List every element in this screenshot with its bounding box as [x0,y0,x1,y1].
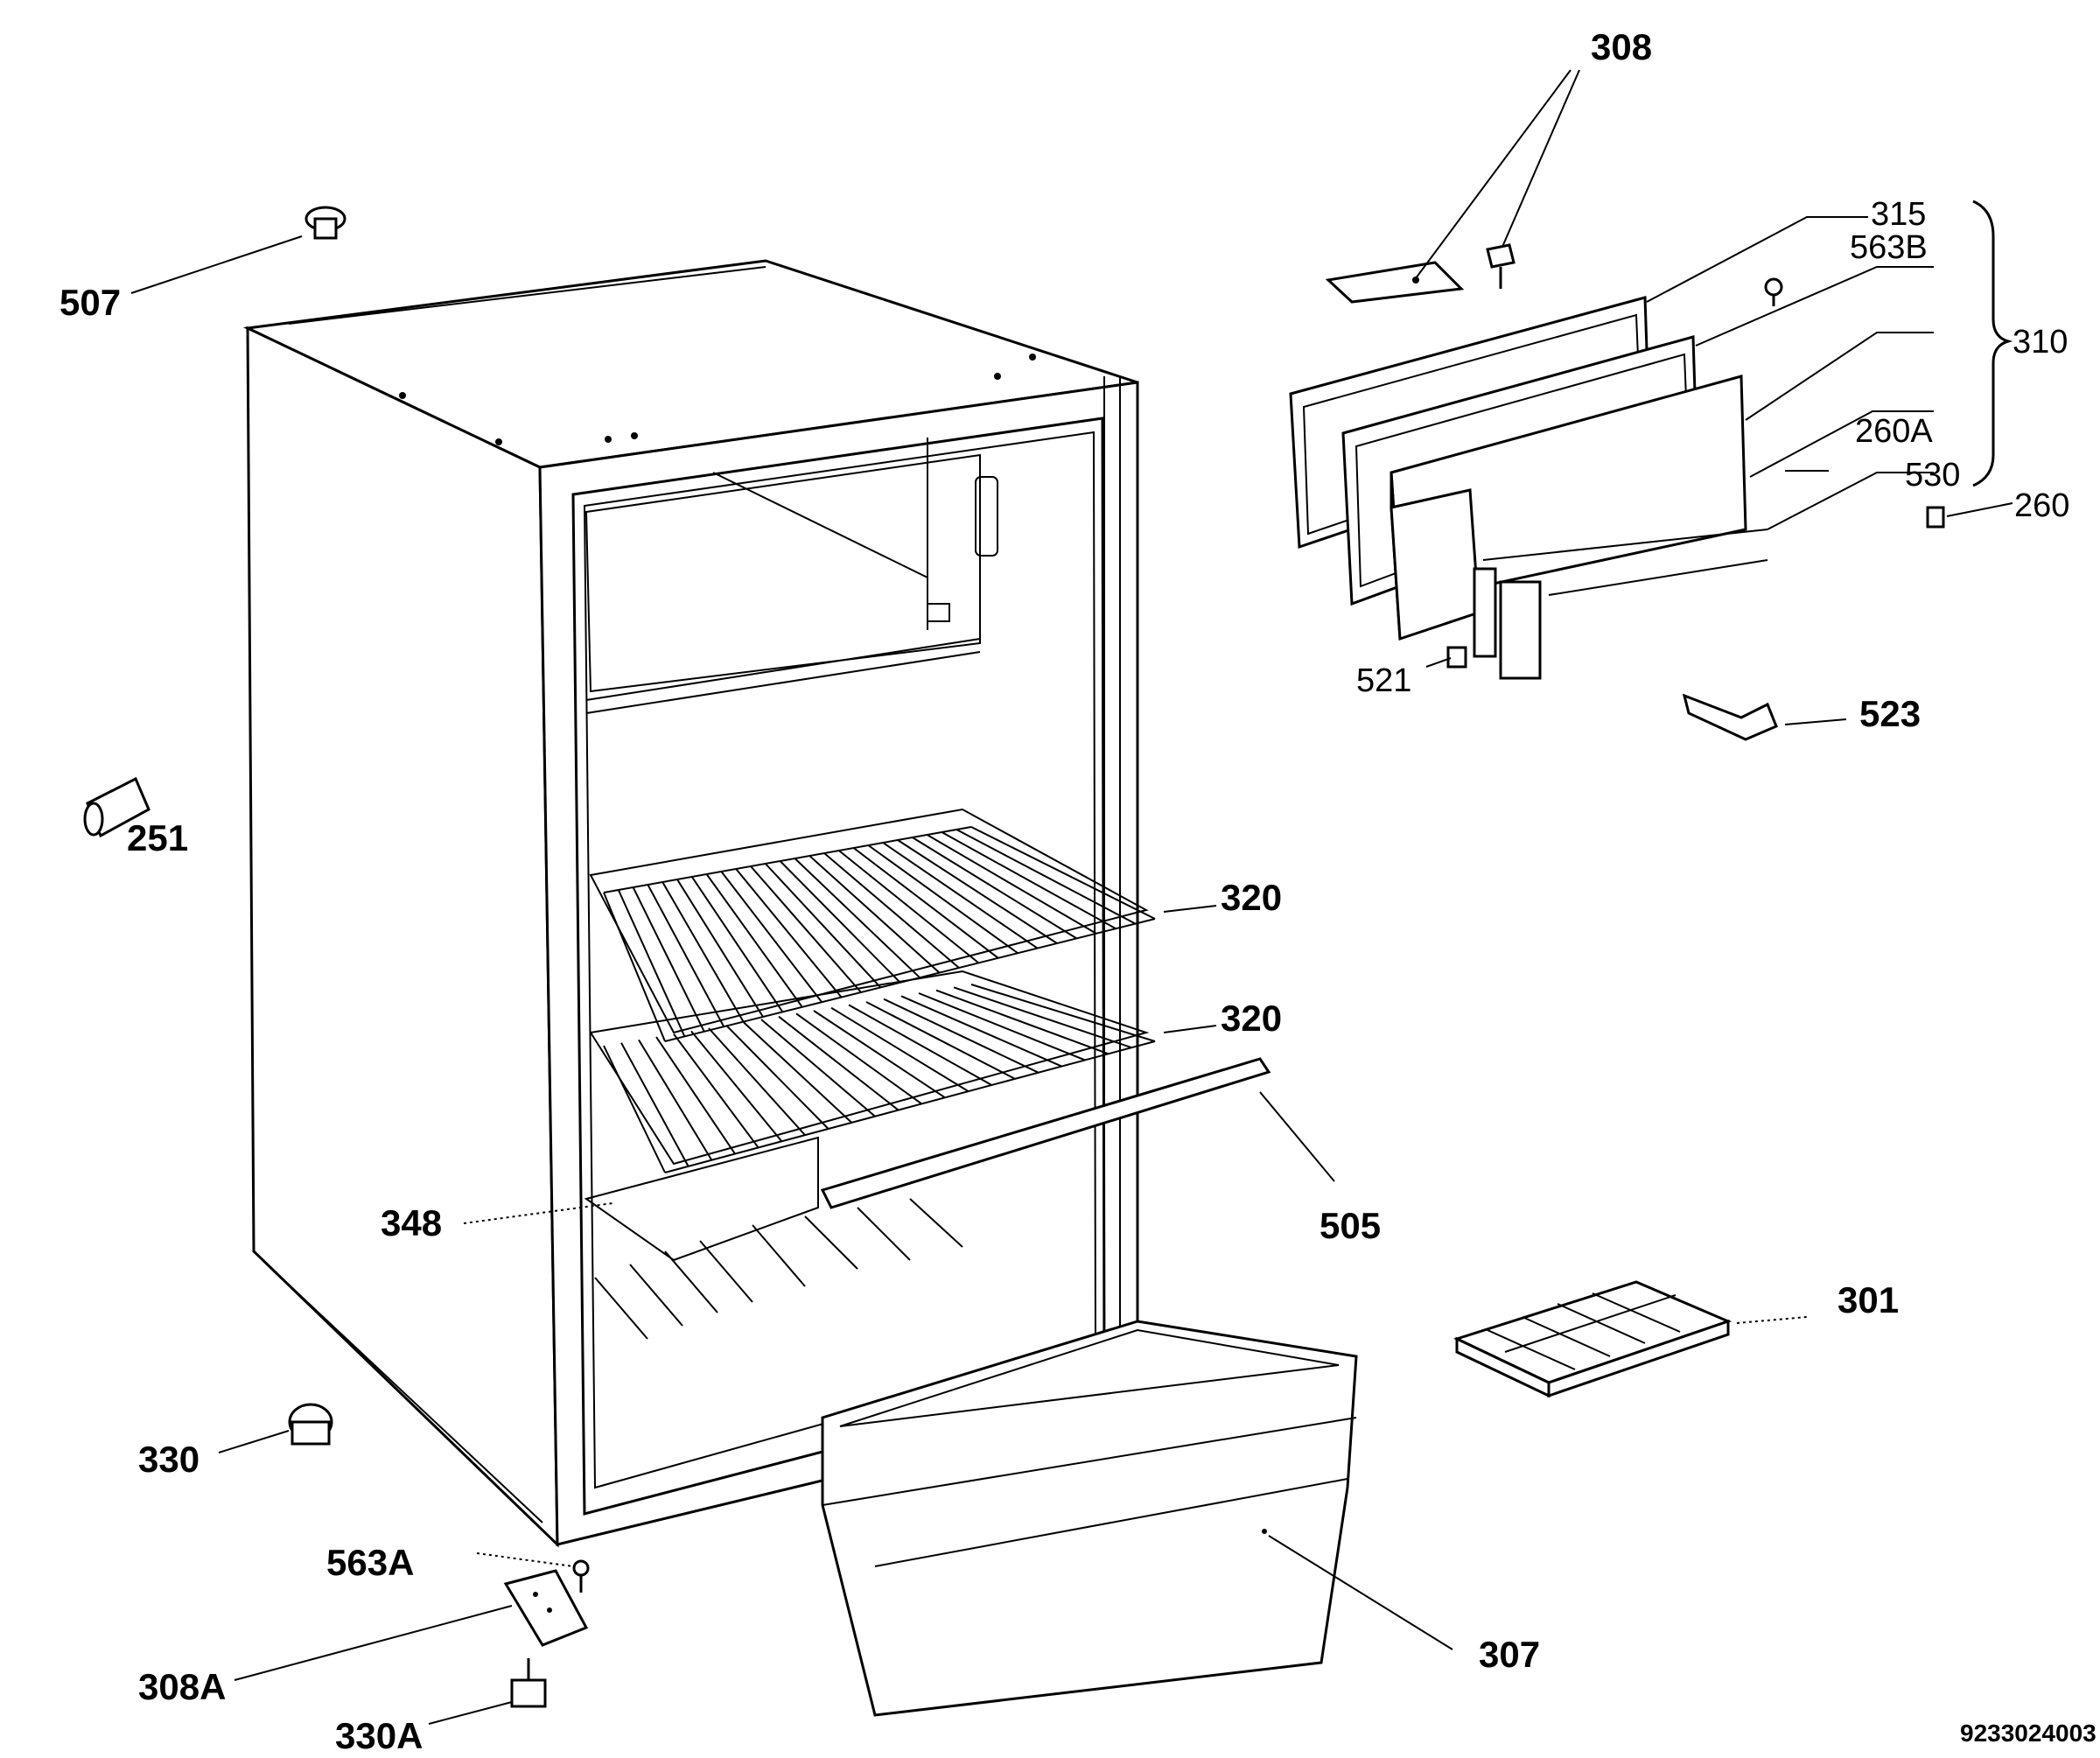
shelf-wire [970,826,1156,920]
foot-330 [288,1403,333,1446]
shelf-wire [720,871,822,1003]
label-330: 330 [138,1439,200,1480]
label-251: 251 [127,817,188,858]
shelf-wire [956,829,1137,925]
shelf-wire [852,847,999,959]
shelf-wire [690,876,784,1012]
shelf-wire [838,850,980,964]
drawing-number: 9233024003 [1960,1719,2096,1747]
wire-shelf-upper-grid [603,826,1156,1173]
shelf-wire [673,1033,760,1149]
label-505: 505 [1320,1205,1381,1246]
shelf-wire [655,1036,736,1155]
label-523: 523 [1859,693,1921,734]
shelf-wire [912,837,1077,940]
label-310: 310 [2012,324,2068,361]
shelf-wire [897,839,1058,944]
label-330a: 330A [335,1715,423,1754]
shelf-wire [638,1039,713,1161]
shelf-wire [617,889,686,1037]
freezer-door-assembly [1289,296,1768,680]
label-563a: 563A [326,1542,414,1583]
label-563b: 563B [1850,229,1928,266]
screw-563b [1764,277,1783,306]
bottom-ribs [594,1198,963,1340]
shelf-wire [953,986,1132,1049]
shelf-wire [765,863,882,989]
label-260a: 260A [1855,413,1933,450]
label-348: 348 [381,1202,442,1243]
shelf-wire [603,1045,666,1173]
label-530: 530 [1905,457,1960,494]
shelf-wire [865,1001,1016,1080]
hinge-plate-308 [1325,261,1465,304]
shelf-wire [970,984,1156,1042]
shelf-wire [708,1027,806,1136]
shelf-wire [750,865,862,993]
shelf-wire [941,831,1116,930]
shelf-wire [705,873,803,1008]
plug-507 [304,206,346,240]
cabinet [242,259,1271,1548]
shelf-wire [725,1024,830,1130]
shelf-wire [603,892,666,1042]
shelf-wire [883,998,1040,1074]
label-301: 301 [1838,1279,1899,1320]
shelf-wire [882,842,1039,949]
ice-tray [1452,1280,1732,1398]
shelf-wire [795,1012,922,1105]
screw-563a [572,1559,590,1593]
leader-lines [130,69,2013,1725]
wire-shelf-lower [589,970,1156,1173]
hinge-plate-308a [503,1569,589,1647]
shelf-wire [779,860,901,984]
label-307: 307 [1479,1634,1540,1675]
shelf-wire [735,868,843,998]
shelf-wire [813,1010,946,1099]
label-521: 521 [1356,662,1411,699]
shelf-wire [900,995,1062,1068]
shelf-wire [647,884,725,1027]
shelf-wire [743,1021,853,1124]
shelf-wire [808,855,941,974]
shelf-wire [632,886,705,1033]
door-bin [821,1320,1358,1717]
label-308: 308 [1591,26,1652,67]
shelf-wire [778,1015,900,1111]
shelf-wire [867,844,1018,955]
shelf-wire [935,989,1110,1055]
roller-251 [83,776,150,838]
shelf-wire [620,1042,690,1167]
shelf-wire [918,992,1086,1061]
shelf-wire [794,858,920,978]
shelf-wire [662,881,745,1023]
label-308a: 308A [138,1666,226,1707]
clip-260 [1926,506,1945,529]
shelf-wire [690,1030,783,1142]
shelf-wire [927,834,1097,935]
label-260: 260 [2014,487,2069,524]
shelf-wire [760,1019,876,1117]
shelf-wire [848,1004,992,1086]
label-507: 507 [60,282,121,323]
shelf-wire [676,879,764,1018]
shelf-wire [830,1006,970,1092]
foot-330a [510,1658,547,1708]
label-320-upper: 320 [1221,877,1282,918]
hinge-523 [1682,693,1778,741]
label-315: 315 [1871,196,1926,233]
screw-308 [1486,243,1516,289]
label-320-lower: 320 [1221,998,1282,1039]
shelf-wire [823,852,960,969]
